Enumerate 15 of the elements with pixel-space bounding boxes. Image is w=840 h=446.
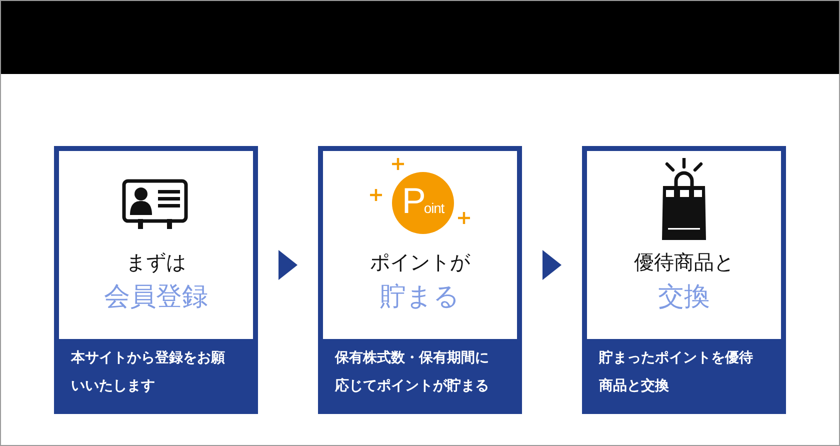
arrow [278,250,298,280]
step-title: 交換 [658,281,710,313]
step-title: 会員登録 [104,281,208,313]
step-card [582,146,786,414]
point-coin: Point [392,172,454,234]
step-description: 本サイトから登録をお願いいたします [71,349,226,396]
step-lead-text: まずは [126,250,186,274]
step-card [318,146,522,414]
step-lead-text: ポイントが [370,250,470,274]
step-lead-text: 優待商品と [634,250,734,274]
step-description: 保有株式数・保有期間に応じてポイントが貯まる [335,349,490,396]
arrow [542,250,562,280]
step-title: 貯まる [380,281,460,313]
step-description: 貯まったポイントを優待商品と交換 [599,349,754,396]
step-card [54,146,258,414]
